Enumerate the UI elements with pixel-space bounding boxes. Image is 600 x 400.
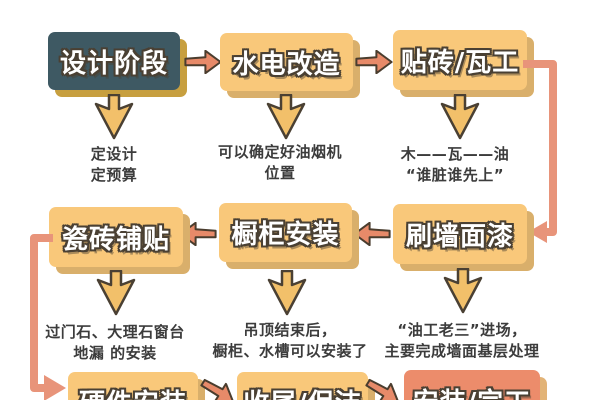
flow-arrow-left-icon xyxy=(353,222,391,246)
stage-label-plumbing-electric: 水电改造 xyxy=(232,49,341,80)
stage-label-cabinet-install: 橱柜安装 xyxy=(231,220,340,250)
stage-label-tile-laying: 瓷砖铺贴 xyxy=(61,224,170,255)
stage-box-plumbing-electric: 水电改造 xyxy=(220,33,353,91)
note-line: 定设计 xyxy=(90,145,138,163)
down-arrow-icon xyxy=(267,270,307,316)
stage-box-hardware-install: 硬件安装 xyxy=(68,372,198,400)
stage-box-tile-laying: 瓷砖铺贴 xyxy=(49,207,183,267)
note-line: 定预算 xyxy=(90,166,138,184)
flow-arrow-right-icon xyxy=(184,50,222,74)
down-arrow-icon xyxy=(440,94,480,140)
note-wall-paint: “油工老三”进场， 主要完成墙面基层处理 xyxy=(362,320,562,362)
connector-right-down-icon xyxy=(523,60,557,243)
note-line: 可以确定好油烟机 xyxy=(217,143,342,161)
stage-label-design: 设计阶段 xyxy=(59,48,168,79)
note-line: 橱柜、水槽可以安装了 xyxy=(212,342,368,360)
stage-box-wrapup-cleaning: 收尾/保洁 xyxy=(237,372,368,400)
stage-label-wrapup-cleaning: 收尾/保洁 xyxy=(243,383,362,400)
note-plumbing-electric: 可以确定好油烟机 位置 xyxy=(180,142,380,184)
stage-label-hardware-install: 硬件安装 xyxy=(79,383,187,400)
note-tile-laying: 过门石、大理石窗台 地漏 的安装 xyxy=(15,322,215,364)
stage-box-wall-paint: 刷墙面漆 xyxy=(393,204,527,264)
down-arrow-icon xyxy=(443,268,483,314)
flow-arrow-right-icon xyxy=(355,50,393,74)
stage-label-tiling-mason: 贴砖/瓦工 xyxy=(400,47,520,78)
down-arrow-icon xyxy=(96,270,136,316)
note-tiling-mason: 木——瓦——油 “谁脏谁先上” xyxy=(355,144,555,186)
note-cabinet-install: 吊顶结束后， 橱柜、水槽可以安装了 xyxy=(190,320,390,362)
note-line: 地漏 的安装 xyxy=(73,344,157,362)
stage-box-cabinet-install: 橱柜安装 xyxy=(219,203,352,262)
stage-label-wall-paint: 刷墙面漆 xyxy=(405,221,514,252)
flow-arrow-right-icon xyxy=(365,378,399,400)
stage-box-design: 设计阶段 xyxy=(48,32,180,90)
note-line: 位置 xyxy=(264,164,296,182)
connector-left-down-icon xyxy=(30,234,66,400)
down-arrow-icon xyxy=(266,94,306,140)
stage-box-tiling-mason: 贴砖/瓦工 xyxy=(393,30,527,90)
note-design: 定设计 定预算 xyxy=(14,144,214,186)
flow-arrow-left-icon xyxy=(179,222,217,246)
note-line: 木——瓦——油 xyxy=(400,145,510,163)
note-line: “谁脏谁先上” xyxy=(405,166,505,184)
note-line: “油工老三”进场， xyxy=(397,321,527,339)
note-line: 过门石、大理石窗台 xyxy=(45,323,185,341)
stage-box-install-complete: 安装/完工 xyxy=(404,370,540,400)
down-arrow-icon xyxy=(94,94,134,140)
stage-label-install-complete: 安装/完工 xyxy=(413,382,532,400)
flow-arrow-right-icon xyxy=(200,378,234,400)
note-line: 吊顶结束后， xyxy=(243,321,337,339)
note-line: 主要完成墙面基层处理 xyxy=(384,342,540,360)
